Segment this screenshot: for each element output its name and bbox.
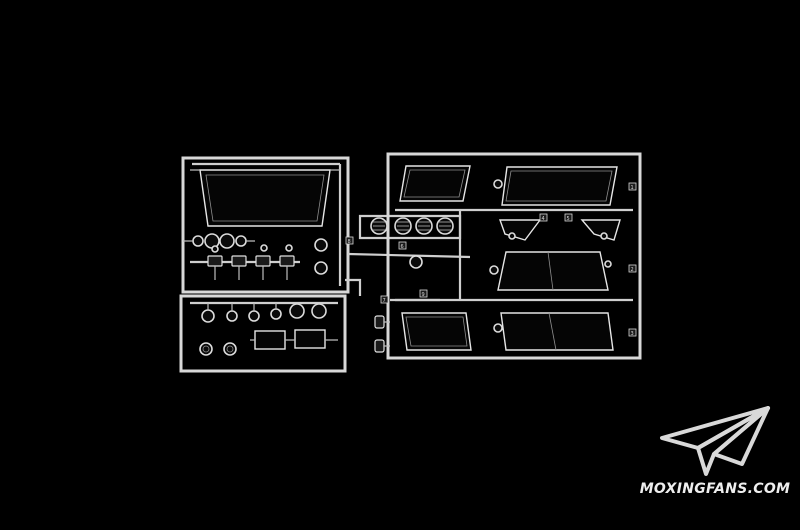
site-watermark: MOXINGFANS.COM xyxy=(636,400,794,510)
headlight-grilles xyxy=(370,217,454,235)
right-frame xyxy=(386,152,642,360)
part-number-3: 3 xyxy=(631,331,634,337)
lamp-holders-left xyxy=(190,244,300,280)
watermark-text: MOXINGFANS.COM xyxy=(639,481,791,497)
side-window-bottom-left xyxy=(401,312,503,351)
part-number-8: 8 xyxy=(348,239,351,245)
left-upper-frame xyxy=(181,156,350,294)
small-parts-lower-left xyxy=(199,303,338,356)
side-window-bottom-right xyxy=(500,312,614,351)
lens-row-left xyxy=(183,233,255,249)
part-number-2: 2 xyxy=(631,267,634,273)
side-window-top-left xyxy=(399,165,471,202)
left-lower-frame xyxy=(179,294,347,373)
rear-window xyxy=(489,251,612,291)
part-number-9: 9 xyxy=(422,292,425,298)
side-window-top-right xyxy=(493,166,618,206)
part-number-4: 4 xyxy=(542,216,545,222)
part-number-7: 7 xyxy=(383,298,386,304)
part-number-5: 5 xyxy=(567,216,570,222)
part-number-tags: 1 2 3 4 5 6 7 8 9 xyxy=(345,182,637,337)
windscreen-pane xyxy=(190,169,340,227)
small-lamps-right-edge xyxy=(374,315,390,353)
part-number-1: 1 xyxy=(631,185,634,191)
quarter-lights xyxy=(499,219,621,241)
part-number-6: 6 xyxy=(401,244,404,250)
paper-plane-icon xyxy=(660,406,770,476)
